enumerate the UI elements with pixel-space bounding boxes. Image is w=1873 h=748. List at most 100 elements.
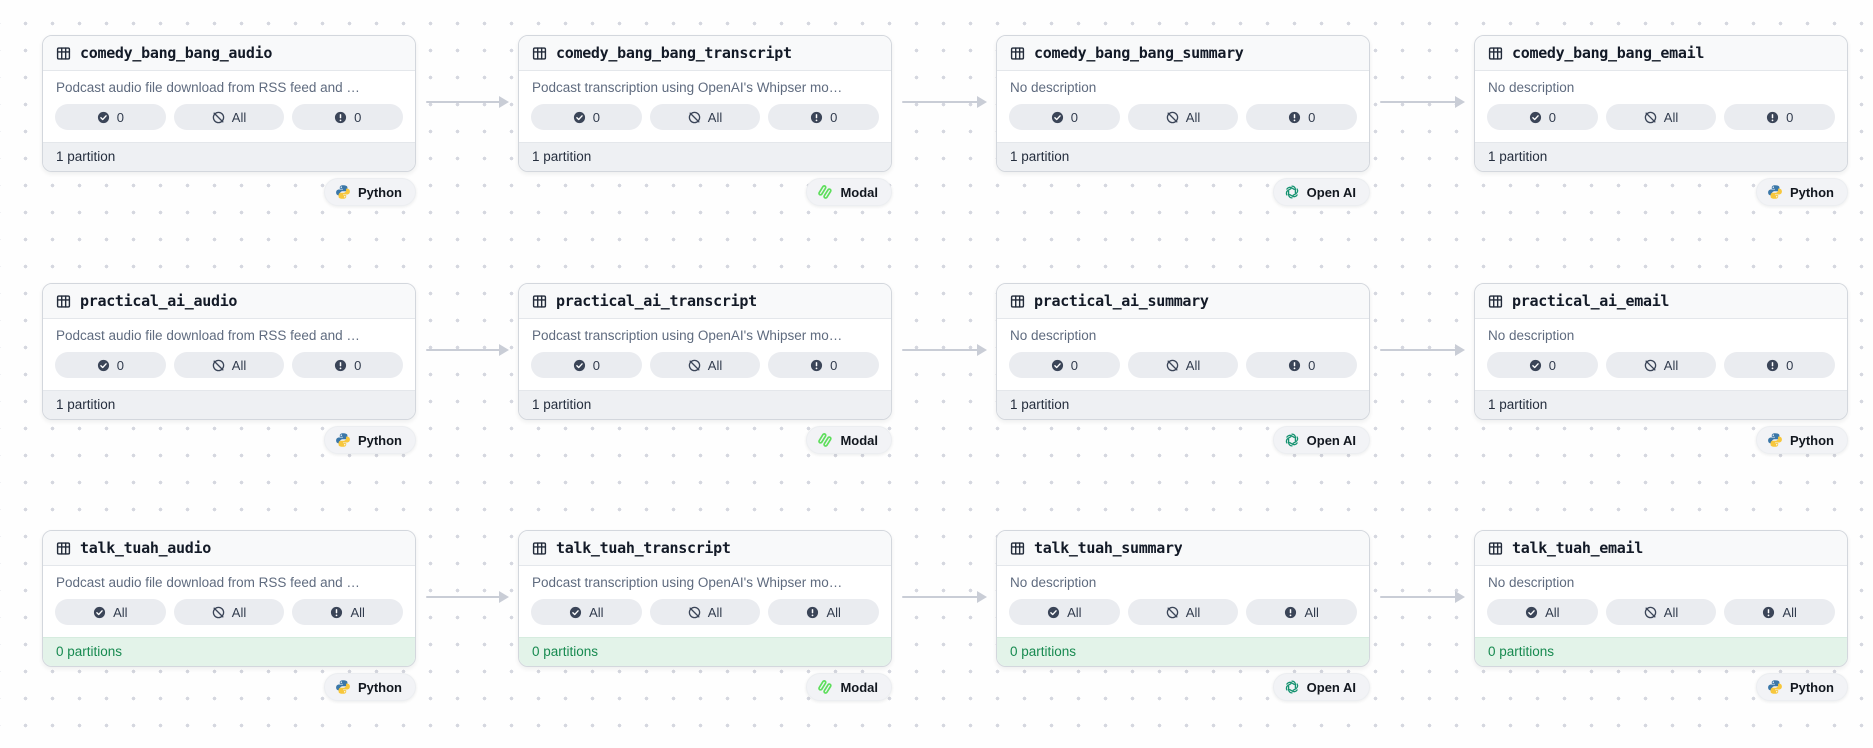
slash-circle-icon xyxy=(212,606,225,618)
partition-status-pills: 0 All xyxy=(55,104,404,130)
materialized-count: 0 xyxy=(1548,357,1556,373)
materialized-count-pill: 0 xyxy=(531,352,642,378)
asset-description: Podcast transcription using OpenAI's Whi… xyxy=(532,328,843,343)
asset-node[interactable]: talk_tuah_email No description All xyxy=(1474,530,1848,701)
table-icon xyxy=(1010,46,1025,60)
partitions-footer: 1 partition xyxy=(1475,142,1847,171)
missing-count-pill: All xyxy=(1605,599,1717,625)
check-circle-icon xyxy=(1051,359,1063,371)
check-circle-icon xyxy=(573,111,585,123)
asset-node-body: No description 0 xyxy=(1475,328,1847,378)
slash-circle-icon xyxy=(688,111,701,123)
missing-count: All xyxy=(707,357,723,373)
openai-icon xyxy=(1285,185,1298,199)
partitions-footer: 0 partitions xyxy=(1475,637,1847,666)
failed-count-pill: 0 xyxy=(292,352,404,378)
tech-badge: Python xyxy=(1755,178,1848,206)
materialized-count-pill: All xyxy=(531,599,642,625)
missing-count: All xyxy=(1663,604,1679,620)
asset-name: comedy_bang_bang_audio xyxy=(80,44,273,62)
asset-node[interactable]: talk_tuah_summary No description All xyxy=(996,530,1370,701)
asset-node-body: Podcast audio file download from RSS fee… xyxy=(43,575,415,625)
failed-count: 0 xyxy=(1786,109,1794,125)
asset-node[interactable]: comedy_bang_bang_transcript Podcast tran… xyxy=(518,35,892,206)
dependency-arrow xyxy=(1380,96,1465,108)
dependency-arrow xyxy=(1380,344,1465,356)
asset-node-header: practical_ai_transcript xyxy=(519,284,891,319)
missing-count: All xyxy=(1663,109,1679,125)
alert-circle-icon xyxy=(1763,606,1775,618)
materialized-count-pill: 0 xyxy=(1487,352,1598,378)
table-icon xyxy=(1488,541,1503,555)
missing-count-pill: All xyxy=(1127,599,1239,625)
partition-status-pills: 0 All xyxy=(1487,104,1836,130)
materialized-count-pill: 0 xyxy=(1009,104,1120,130)
asset-node[interactable]: practical_ai_email No description 0 xyxy=(1474,283,1848,454)
missing-count-pill: All xyxy=(649,352,761,378)
asset-description: Podcast audio file download from RSS fee… xyxy=(56,80,360,95)
tech-badge: Modal xyxy=(806,426,892,454)
check-circle-icon xyxy=(1051,111,1063,123)
asset-name: practical_ai_email xyxy=(1512,292,1670,310)
partitions-label: 0 partitions xyxy=(1488,644,1555,659)
failed-count: 0 xyxy=(830,357,838,373)
dependency-arrow xyxy=(426,96,509,108)
partition-status-pills: 0 All xyxy=(1487,352,1836,378)
partitions-footer: 1 partition xyxy=(997,390,1369,419)
alert-circle-icon xyxy=(334,111,347,123)
dependency-arrow xyxy=(1380,591,1465,603)
asset-node-body: No description All xyxy=(997,575,1369,625)
asset-node[interactable]: comedy_bang_bang_summary No description … xyxy=(996,35,1370,206)
tech-badge: Python xyxy=(1755,426,1848,454)
materialized-count-pill: All xyxy=(1009,599,1120,625)
materialized-count-pill: 0 xyxy=(55,104,166,130)
tech-badge-label: Modal xyxy=(840,679,878,695)
failed-count: All xyxy=(1782,604,1797,620)
asset-description: No description xyxy=(1488,575,1575,590)
asset-node[interactable]: comedy_bang_bang_audio Podcast audio fil… xyxy=(42,35,416,206)
asset-node-header: practical_ai_audio xyxy=(43,284,415,319)
alert-circle-icon xyxy=(334,359,347,371)
alert-circle-icon xyxy=(807,606,819,618)
asset-node[interactable]: practical_ai_transcript Podcast transcri… xyxy=(518,283,892,454)
partitions-footer: 1 partition xyxy=(519,390,891,419)
python-icon xyxy=(1768,680,1782,694)
check-circle-icon xyxy=(1526,606,1538,618)
slash-circle-icon xyxy=(688,359,701,371)
asset-node[interactable]: practical_ai_summary No description 0 xyxy=(996,283,1370,454)
asset-node[interactable]: talk_tuah_audio Podcast audio file downl… xyxy=(42,530,416,701)
missing-count: All xyxy=(1185,604,1201,620)
partition-status-pills: All All xyxy=(1487,599,1836,625)
partition-status-pills: 0 All xyxy=(1009,104,1358,130)
slash-circle-icon xyxy=(1644,359,1657,371)
modal-icon xyxy=(818,185,833,199)
tech-badge: Python xyxy=(323,178,416,206)
tech-badge-label: Modal xyxy=(840,432,878,448)
failed-count: 0 xyxy=(1308,109,1316,125)
asset-name: talk_tuah_transcript xyxy=(556,539,731,557)
asset-node-body: Podcast audio file download from RSS fee… xyxy=(43,328,415,378)
missing-count: All xyxy=(707,604,723,620)
asset-name: talk_tuah_email xyxy=(1512,539,1643,557)
partitions-footer: 1 partition xyxy=(997,142,1369,171)
alert-circle-icon xyxy=(1766,111,1779,123)
tech-badge: Open AI xyxy=(1272,673,1370,701)
missing-count-pill: All xyxy=(1127,104,1239,130)
python-icon xyxy=(1768,185,1782,199)
asset-name: practical_ai_transcript xyxy=(556,292,757,310)
missing-count-pill: All xyxy=(1605,352,1717,378)
failed-count-pill: 0 xyxy=(1724,352,1836,378)
tech-badge: Open AI xyxy=(1272,178,1370,206)
check-circle-icon xyxy=(573,359,585,371)
failed-count-pill: All xyxy=(768,599,880,625)
partitions-label: 1 partition xyxy=(1010,149,1070,164)
tech-badge-label: Modal xyxy=(840,184,878,200)
slash-circle-icon xyxy=(1644,111,1657,123)
failed-count: 0 xyxy=(354,357,362,373)
asset-node[interactable]: talk_tuah_transcript Podcast transcripti… xyxy=(518,530,892,701)
asset-node-body: Podcast transcription using OpenAI's Whi… xyxy=(519,575,891,625)
asset-node[interactable]: practical_ai_audio Podcast audio file do… xyxy=(42,283,416,454)
partitions-footer: 0 partitions xyxy=(997,637,1369,666)
asset-node[interactable]: comedy_bang_bang_email No description 0 xyxy=(1474,35,1848,206)
